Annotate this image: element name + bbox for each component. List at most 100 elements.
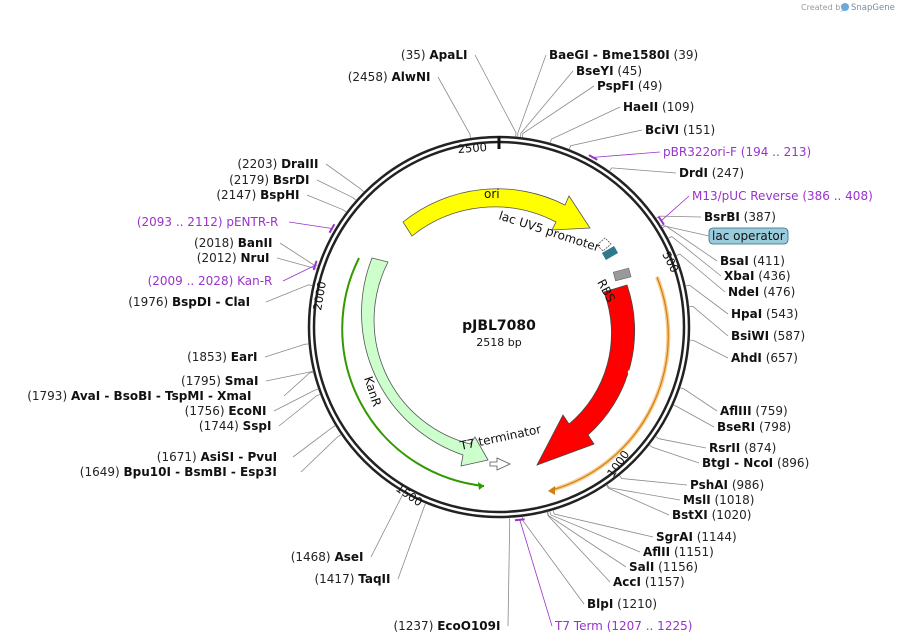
primer-kanr[interactable]: (2009 .. 2028) Kan-R	[148, 274, 273, 288]
site-baegi[interactable]: BaeGI - Bme1580I (39)	[549, 48, 698, 62]
primer-range: (2009 .. 2028)	[148, 274, 234, 288]
site-asei[interactable]: (1468) AseI	[291, 550, 364, 564]
lead-banii	[279, 242, 319, 267]
site-bsphi[interactable]: (2147) BspHI	[216, 188, 299, 202]
lead-hpai	[685, 284, 729, 315]
site-position: (436)	[758, 269, 790, 283]
primer-t7term[interactable]: T7 Term (1207 .. 1225)	[554, 619, 692, 633]
site-position: (109)	[662, 100, 694, 114]
separator: -	[211, 295, 224, 309]
lead-nrui	[276, 257, 318, 270]
site-aflIII[interactable]: AflIII (759)	[720, 404, 788, 418]
lac-operator-badge[interactable]: lac operator	[708, 227, 789, 245]
site-position: (874)	[744, 441, 776, 455]
site-sali[interactable]: SalI (1156)	[629, 560, 698, 574]
lead-bsrbi	[655, 215, 702, 219]
site-label-bseyi: BseYI (45)	[576, 64, 642, 78]
site-bseyi[interactable]: BseYI (45)	[576, 64, 642, 78]
site-ahdi[interactable]: AhdI (657)	[731, 351, 798, 365]
site-ecoNI[interactable]: (1756) EcoNI	[185, 404, 267, 418]
primer-name: T7 Term	[554, 619, 603, 633]
site-haeii[interactable]: HaeII (109)	[623, 100, 694, 114]
site-aflii[interactable]: AflII (1151)	[643, 545, 714, 559]
lead-ndei	[676, 253, 726, 293]
site-bsrbi[interactable]: BsrBI (387)	[704, 210, 776, 224]
site-msli[interactable]: MslI (1018)	[683, 493, 754, 507]
ori-feature[interactable]	[402, 188, 591, 237]
site-acci[interactable]: AccI (1157)	[613, 575, 685, 589]
site-xbai[interactable]: XbaI (436)	[724, 269, 791, 283]
site-position: (759)	[755, 404, 787, 418]
site-label-sali: SalI (1156)	[629, 560, 698, 574]
site-label-xbai: XbaI (436)	[724, 269, 791, 283]
site-position: (1144)	[697, 530, 737, 544]
site-bseri[interactable]: BseRI (798)	[717, 420, 791, 434]
enzyme-name: MslI	[683, 493, 711, 507]
site-bsai[interactable]: BsaI (411)	[720, 254, 785, 268]
primer-lead-t7term	[519, 519, 553, 627]
enzyme-name: BsrDI	[273, 173, 310, 187]
site-eco0109i[interactable]: (1237) EcoO109I	[393, 619, 500, 633]
site-bspdi[interactable]: (1976) BspDI - ClaI	[128, 295, 250, 309]
primer-mark-t7term	[514, 518, 525, 522]
kanr-feature[interactable]	[361, 257, 489, 467]
ori-label: ori	[484, 187, 500, 201]
site-smai[interactable]: (1795) SmaI	[181, 374, 258, 388]
site-bpu10i[interactable]: (1649) Bpu10I - BsmBI - Esp3I	[80, 465, 277, 479]
site-label-bsphi: (2147) BspHI	[216, 188, 299, 202]
site-position: (1018)	[715, 493, 755, 507]
site-bsrdi[interactable]: (2179) BsrDI	[229, 173, 309, 187]
enzyme-name: NdeI	[728, 285, 759, 299]
enzyme-name: AhdI	[731, 351, 762, 365]
site-label-banii: (2018) BanII	[194, 236, 272, 250]
site-banii[interactable]: (2018) BanII	[194, 236, 272, 250]
site-pshai[interactable]: PshAI (986)	[690, 478, 764, 492]
site-bsiwi[interactable]: BsiWI (587)	[731, 329, 805, 343]
lac-operator-label: lac operator	[712, 229, 785, 243]
primer-pbr322[interactable]: pBR322ori-F (194 .. 213)	[663, 145, 811, 159]
primer-pentr[interactable]: (2093 .. 2112) pENTR-R	[137, 215, 279, 229]
site-pspfi[interactable]: PspFI (49)	[597, 79, 662, 93]
enzyme-name: Bme1580I	[602, 48, 670, 62]
enzyme-name: BciVI	[645, 123, 679, 137]
site-blpi[interactable]: BlpI (1210)	[587, 597, 657, 611]
site-bcivi[interactable]: BciVI (151)	[645, 123, 715, 137]
primer-m13[interactable]: M13/pUC Reverse (386 .. 408)	[692, 189, 873, 203]
site-nrui[interactable]: (2012) NruI	[197, 251, 270, 265]
site-position: (247)	[712, 166, 744, 180]
site-position: (476)	[763, 285, 795, 299]
site-bstxi[interactable]: BstXI (1020)	[672, 508, 751, 522]
site-sgrai[interactable]: SgrAI (1144)	[656, 530, 737, 544]
lead-ahdi	[689, 339, 729, 359]
site-btgi[interactable]: BtgI - NcoI (896)	[702, 456, 809, 470]
site-label-alwni: (2458) AlwNI	[348, 70, 431, 84]
site-position: (1793)	[27, 389, 67, 403]
enzyme-name: EcoNI	[228, 404, 266, 418]
site-drdi[interactable]: DrdI (247)	[679, 166, 744, 180]
primer-range: (386 .. 408)	[802, 189, 872, 203]
site-ndei[interactable]: NdeI (476)	[728, 285, 795, 299]
site-asisi[interactable]: (1671) AsiSI - PvuI	[157, 450, 277, 464]
enzyme-name: PshAI	[690, 478, 728, 492]
site-eari[interactable]: (1853) EarI	[187, 350, 257, 364]
site-rsrii[interactable]: RsrII (874)	[709, 441, 776, 455]
lead-sali	[547, 511, 627, 568]
kanr-orf-arc	[341, 257, 485, 487]
site-apali[interactable]: (35) ApaLI	[401, 48, 468, 62]
mrfp1-orf-arc	[551, 276, 669, 491]
site-hpai[interactable]: HpaI (543)	[731, 307, 798, 321]
separator: -	[171, 465, 184, 479]
site-position: (2018)	[194, 236, 234, 250]
lead-bsai	[662, 225, 718, 262]
site-position: (387)	[744, 210, 776, 224]
site-label-bstxi: BstXI (1020)	[672, 508, 751, 522]
site-label-pspfi: PspFI (49)	[597, 79, 662, 93]
enzyme-name: BanII	[238, 236, 273, 250]
site-avai[interactable]: (1793) AvaI - BsoBI - TspMI - XmaI	[27, 389, 251, 403]
site-taqii[interactable]: (1417) TaqII	[314, 572, 390, 586]
site-alwni[interactable]: (2458) AlwNI	[348, 70, 431, 84]
site-sspi[interactable]: (1744) SspI	[199, 419, 272, 433]
mrfp1-feature[interactable]	[536, 284, 636, 466]
site-label-ahdi: AhdI (657)	[731, 351, 798, 365]
site-draiii[interactable]: (2203) DraIII	[237, 157, 318, 171]
